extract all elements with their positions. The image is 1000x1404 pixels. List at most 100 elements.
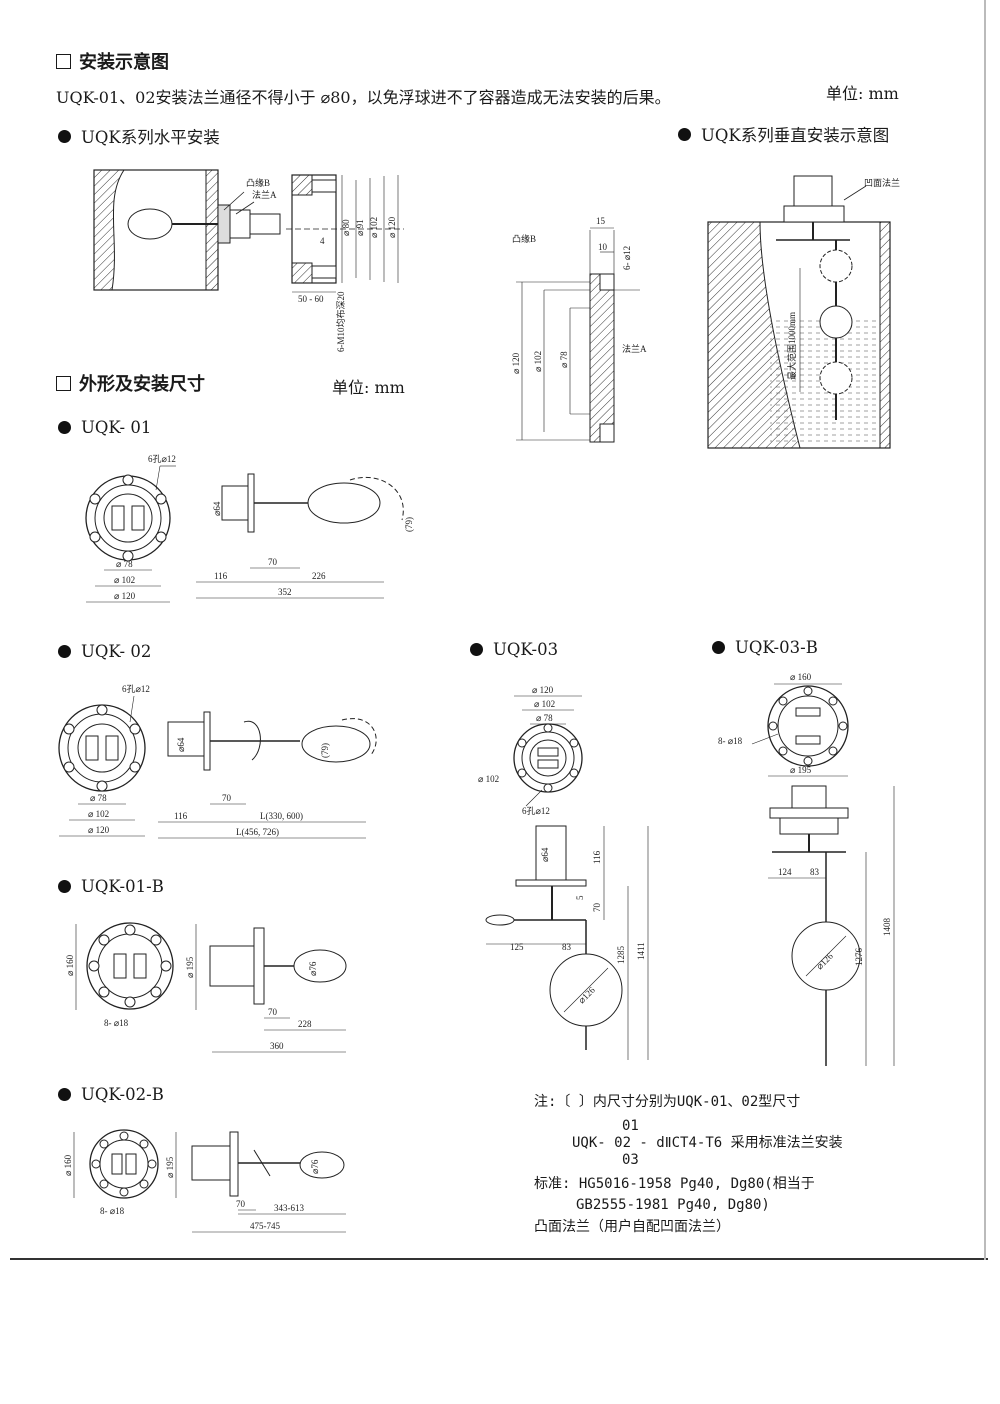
dim-6-d12: 6- ⌀12 [622,246,632,270]
checkbox-square-icon [56,375,71,391]
dim-uqk03-d64: ⌀64 [540,847,550,862]
model-title-uqk02: UQK- 02 [58,642,151,661]
dim-uqk03-116: 116 [592,850,602,864]
vertical-install-title: UQK系列垂直安装示意图 [678,122,889,146]
bullet-icon [58,421,71,434]
dim-uqk02-L-long: L(456, 726) [236,827,279,837]
dim-profile-d78: ⌀ 78 [559,351,569,368]
bullet-icon [470,643,483,656]
label-flange-a-profile: 法兰A [622,343,647,354]
model-title-uqk01b: UQK-01-B [58,877,164,896]
dim-uqk03b-d195: ⌀ 195 [790,765,812,775]
dim-uqk03-d78: ⌀ 78 [536,713,553,723]
bullet-icon [58,1088,71,1101]
label-max-range: 最大范围1000mm [786,312,797,380]
dim-uqk01b-d195: ⌀ 195 [185,956,195,978]
uqk01-float [307,482,381,524]
dim-uqk03b-83: 83 [810,867,820,877]
dim-uqk03b-d160: ⌀ 160 [790,672,812,682]
model-title-uqk03: UQK-03 [470,640,558,659]
dim-uqk03b-1408: 1408 [882,918,892,937]
label-concave-flange: 凹面法兰 [864,177,900,188]
page-bottom-rule [10,1258,988,1260]
dim-profile-d120: ⌀ 120 [511,352,521,374]
dim-uqk02-d120: ⌀ 120 [88,825,110,835]
label-flange-b-profile: 凸缘B [512,233,536,244]
note-code-mid: UQK- 02 - dⅡCT4-T6 采用标准法兰安装 [572,1135,843,1151]
dim-10: 10 [598,242,608,252]
dim-uqk01-70: 70 [268,557,278,567]
label-uqk02-holes: 6孔⌀12 [122,684,150,694]
note-code-bot: 03 [622,1152,639,1168]
dim-15: 15 [596,216,606,226]
tank-wall-hatch [93,169,125,291]
bullet-icon [58,880,71,893]
label-flange-b: 凸缘B [246,177,270,188]
label-flange-a: 法兰A [252,189,277,200]
flange-profile-hatch [589,273,615,443]
label-bolts-m10: 6-M10均布深20 [335,291,346,352]
dim-uqk02-79: (79) [320,743,330,758]
install-unit: 单位: mm [826,84,899,103]
bullet-icon [58,645,71,658]
dim-uqk02-d78: ⌀ 78 [90,793,107,803]
note-standard-2: GB2555-1981 Pg40, Dg80) [576,1197,770,1213]
model-title-uqk02b: UQK-02-B [58,1085,164,1104]
label-uqk03b-holes: 8- ⌀18 [718,736,743,746]
dim-uqk02b-70: 70 [236,1199,246,1209]
dim-uqk03-d120: ⌀ 120 [532,685,554,695]
install-intro: UQK-01、02安装法兰通径不得小于 ⌀80，以免浮球进不了容器造成无法安装的… [56,88,671,107]
bullet-icon [678,127,691,141]
dim-uqk03-1411: 1411 [636,942,646,960]
section-heading-install: 安装示意图 [56,48,169,74]
note-standard-1: 标准: HG5016-1958 Pg40, Dg80(相当于 [534,1176,815,1192]
dim-uqk01-226: 226 [312,571,326,581]
bullet-icon [712,641,725,654]
dim-uqk02-116: 116 [174,811,188,821]
dim-uqk03-5: 5 [575,895,585,900]
bullet-icon [58,129,71,143]
dim-uqk03-d102: ⌀ 102 [534,699,555,709]
dim-uqk03b-1276: 1276 [854,948,864,967]
dim-d120: ⌀ 120 [387,216,397,238]
dim-uqk03-70: 70 [592,903,602,913]
note-code-top: 01 [622,1118,639,1134]
label-uqk01-holes: 6孔⌀12 [148,454,176,464]
label-uqk02b-holes: 8- ⌀18 [100,1206,125,1216]
dim-d80: ⌀ 80 [341,219,351,236]
model-title-uqk01: UQK- 01 [58,418,151,437]
dim-profile-d102: ⌀ 102 [533,351,543,372]
dim-uqk01-116: 116 [214,571,228,581]
horizontal-install-title: UQK系列水平安装 [58,124,220,148]
dim-50-60: 50 - 60 [298,294,324,304]
label-uqk01b-holes: 8- ⌀18 [104,1018,129,1028]
checkbox-square-icon [56,53,71,69]
dim-uqk02b-d160: ⌀ 160 [63,1154,73,1176]
dim-uqk01-d102: ⌀ 102 [114,575,135,585]
dim-uqk01b-d76: ⌀76 [308,961,318,976]
note-flange: 凸面法兰（用户自配凹面法兰） [534,1219,730,1235]
dimensions-unit: 单位: mm [332,378,405,397]
dim-uqk02b-d76: ⌀76 [310,1159,320,1174]
dim-uqk02b-343-613: 343-613 [274,1203,304,1213]
dim-uqk01-d64: ⌀64 [212,501,222,516]
vertical-switch-head [793,175,833,207]
dim-uqk02-d64: ⌀64 [176,737,186,752]
dim-uqk03-125: 125 [510,942,524,952]
dim-uqk01b-70: 70 [268,1007,278,1017]
dim-uqk01b-d160: ⌀ 160 [65,954,75,976]
note-line1: 注:〔 〕内尺寸分别为UQK-01、02型尺寸 [534,1094,801,1110]
dim-uqk02b-475-745: 475-745 [250,1221,280,1231]
dim-uqk02-70: 70 [222,793,232,803]
dim-uqk01-d120: ⌀ 120 [114,591,136,601]
dim-uqk01-d78: ⌀ 78 [116,559,133,569]
dim-uqk03-1285: 1285 [616,946,626,965]
dim-d91: ⌀ 91 [355,219,365,236]
dim-uqk01-79: (79) [404,517,414,532]
